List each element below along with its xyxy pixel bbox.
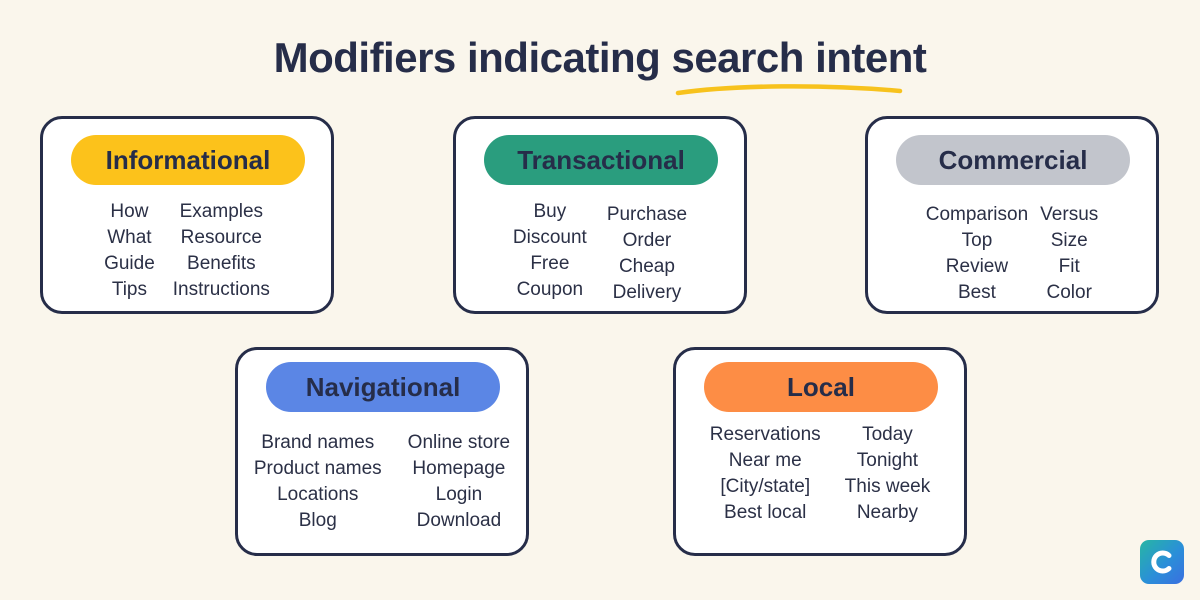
- term: Color: [1046, 282, 1092, 303]
- card-local: Local Reservations Near me [City/state] …: [673, 347, 967, 556]
- navigational-left-column: Brand names Product names Locations Blog: [254, 430, 382, 534]
- term: Download: [416, 510, 502, 531]
- term: Delivery: [612, 282, 682, 303]
- term: Reservations: [709, 424, 821, 445]
- term: Instructions: [172, 279, 270, 300]
- title-highlight: search intent: [671, 34, 927, 81]
- term: Examples: [179, 201, 264, 222]
- term: Best local: [724, 502, 807, 523]
- term: Resource: [180, 227, 262, 248]
- brand-logo-icon: [1140, 540, 1184, 584]
- pill-navigational: Navigational: [266, 362, 500, 412]
- term: Buy: [533, 201, 567, 222]
- term: Coupon: [516, 279, 584, 300]
- logo-c-icon: [1151, 550, 1172, 574]
- term: Homepage: [412, 458, 506, 479]
- term: Best: [957, 282, 996, 303]
- informational-left-column: How What Guide Tips: [104, 199, 155, 303]
- term: Nearby: [856, 502, 919, 523]
- pill-transactional: Transactional: [484, 135, 718, 185]
- term: [City/state]: [720, 476, 811, 497]
- transactional-right-column: Purchase Order Cheap Delivery: [607, 199, 687, 306]
- term: Today: [862, 424, 913, 445]
- term: Brand names: [261, 432, 375, 453]
- title-prefix: Modifiers indicating: [273, 34, 672, 81]
- term: Locations: [277, 484, 359, 505]
- term: Login: [435, 484, 483, 505]
- term: Review: [945, 256, 1009, 277]
- term: Comparison: [925, 204, 1029, 225]
- term: Discount: [512, 227, 587, 248]
- pill-informational: Informational: [71, 135, 305, 185]
- term: Near me: [728, 450, 802, 471]
- card-commercial: Commercial Comparison Top Review Best Ve…: [865, 116, 1159, 314]
- pill-local: Local: [704, 362, 938, 412]
- card-navigational: Navigational Brand names Product names L…: [235, 347, 529, 556]
- commercial-right-column: Versus Size Fit Color: [1040, 202, 1098, 306]
- card-transactional: Transactional Buy Discount Free Coupon P…: [453, 116, 747, 314]
- term: Size: [1050, 230, 1088, 251]
- term: How: [110, 201, 149, 222]
- commercial-left-column: Comparison Top Review Best: [926, 202, 1028, 306]
- term: Guide: [104, 253, 155, 274]
- term: Benefits: [187, 253, 256, 274]
- term: Cheap: [618, 256, 675, 277]
- transactional-left-column: Buy Discount Free Coupon: [513, 199, 587, 306]
- page-title: Modifiers indicating search intent: [0, 34, 1200, 82]
- term: What: [107, 227, 152, 248]
- term: Top: [961, 230, 993, 251]
- pill-commercial: Commercial: [896, 135, 1130, 185]
- term: Tonight: [856, 450, 919, 471]
- term: Online store: [407, 432, 511, 453]
- term: Product names: [253, 458, 382, 479]
- term: Blog: [298, 510, 337, 531]
- card-informational: Informational How What Guide Tips Exampl…: [40, 116, 334, 314]
- local-right-column: Today Tonight This week Nearby: [845, 422, 931, 526]
- term: Purchase: [606, 204, 688, 225]
- navigational-right-column: Online store Homepage Login Download: [408, 430, 510, 534]
- term: Free: [530, 253, 570, 274]
- term: Order: [622, 230, 672, 251]
- term: Tips: [111, 279, 148, 300]
- local-left-column: Reservations Near me [City/state] Best l…: [710, 422, 821, 526]
- term: This week: [844, 476, 931, 497]
- term: Fit: [1058, 256, 1080, 277]
- title-underline-icon: [675, 84, 903, 96]
- informational-right-column: Examples Resource Benefits Instructions: [173, 199, 270, 303]
- term: Versus: [1040, 204, 1099, 225]
